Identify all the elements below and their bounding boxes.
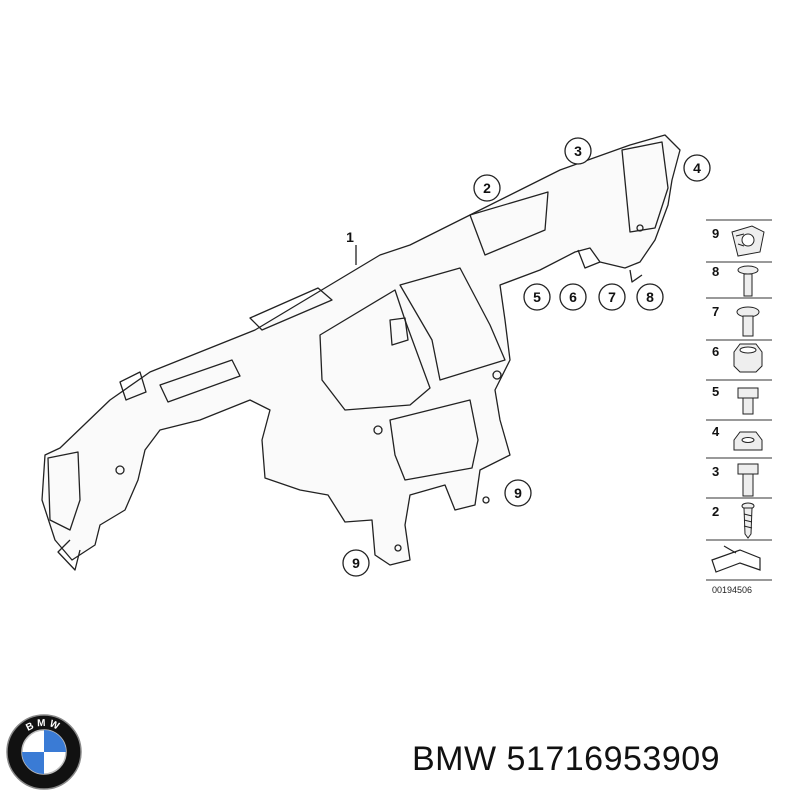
svg-text:9: 9 [352,555,360,571]
side-item-number: 2 [712,504,719,519]
bolt-icon [737,463,759,497]
callout-7: 7 [598,283,626,311]
side-item-number: 6 [712,344,719,359]
side-item-number: 9 [712,226,719,241]
side-item-number: 8 [712,264,719,279]
hex-nut-icon [733,343,763,373]
bmw-logo: BMW [4,712,84,792]
callout-2: 2 [473,174,501,202]
side-item-number: 4 [712,424,720,439]
callout-6: 6 [559,283,587,311]
clip-nut-icon [731,225,765,257]
callout-3: 3 [564,137,592,165]
side-item-number: 5 [712,384,719,399]
callout-9-bottom: 9 [342,549,370,577]
part-caption: BMW 51716953909 [412,740,720,779]
svg-text:6: 6 [569,289,577,305]
svg-text:7: 7 [608,289,616,305]
callout-labels: 1 2 3 4 5 6 7 8 9 [342,137,711,577]
svg-text:2: 2 [483,180,491,196]
part-number: 51716953909 [506,740,721,778]
screw-icon [741,502,755,539]
side-item-number: 7 [712,304,719,319]
svg-text:4: 4 [693,160,701,176]
callout-8: 8 [636,283,664,311]
dashboard-carrier-drawing [41,134,681,571]
hardware-side-panel: 9 8 7 6 5 4 3 [706,219,772,595]
bolt-icon [736,306,760,337]
brand-name: BMW [412,740,497,778]
part-label-1: 1 [346,229,354,245]
arrow-symbol-icon [711,545,761,573]
nut-icon [733,431,763,451]
side-item-number: 3 [712,464,719,479]
svg-text:9: 9 [514,485,522,501]
callout-5: 5 [523,283,551,311]
svg-text:8: 8 [646,289,654,305]
svg-text:3: 3 [574,143,582,159]
reference-code: 00194506 [712,585,752,595]
callout-4: 4 [683,154,711,182]
bolt-icon [737,387,759,415]
svg-text:BMW: BMW [24,718,63,734]
bolt-icon [737,265,759,297]
callout-9-right: 9 [504,479,532,507]
svg-text:5: 5 [533,289,541,305]
